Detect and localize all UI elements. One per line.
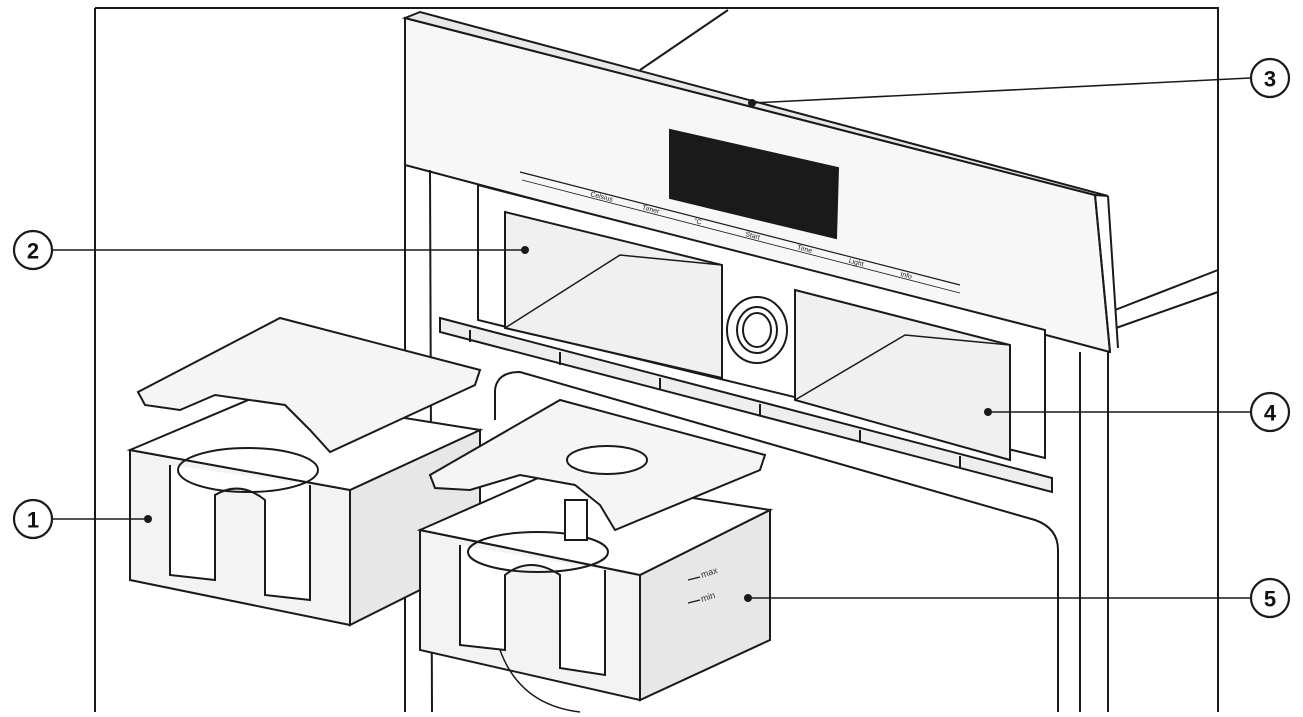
control-panel-label: Time	[796, 244, 813, 255]
water-tank-left	[126, 316, 484, 627]
callout-3: 3	[1249, 57, 1291, 99]
control-panel-label: Light	[848, 258, 865, 269]
tank-min-label: min	[700, 590, 717, 604]
callout-5-label: 5	[1264, 587, 1276, 612]
callout-4-label: 4	[1264, 401, 1277, 426]
callout-1: 1	[12, 498, 54, 540]
display-screen	[669, 128, 840, 240]
callout-2: 2	[12, 229, 54, 271]
callout-2-label: 2	[27, 239, 39, 264]
oven-door-opening	[494, 370, 1059, 712]
control-panel-label: Info	[899, 271, 912, 281]
control-panel-label: °C	[693, 217, 703, 227]
control-panel-label: Start	[744, 231, 760, 241]
left-tank-compartment	[504, 210, 723, 380]
cabinet-niche	[94, 7, 1219, 712]
callout-4: 4	[1249, 391, 1291, 433]
leader-dots	[144, 99, 992, 602]
callout-1-label: 1	[27, 508, 39, 533]
callout-3-label: 3	[1264, 67, 1276, 92]
leader-lines	[53, 77, 1251, 599]
control-panel-label: Timer	[641, 204, 660, 215]
rotary-knob	[726, 296, 788, 364]
drawer-rail	[439, 316, 1053, 494]
right-tank-compartment	[794, 288, 1011, 462]
tank-lid-left	[136, 316, 482, 454]
callout-5: 5	[1249, 577, 1291, 619]
water-tank-right	[416, 398, 774, 713]
